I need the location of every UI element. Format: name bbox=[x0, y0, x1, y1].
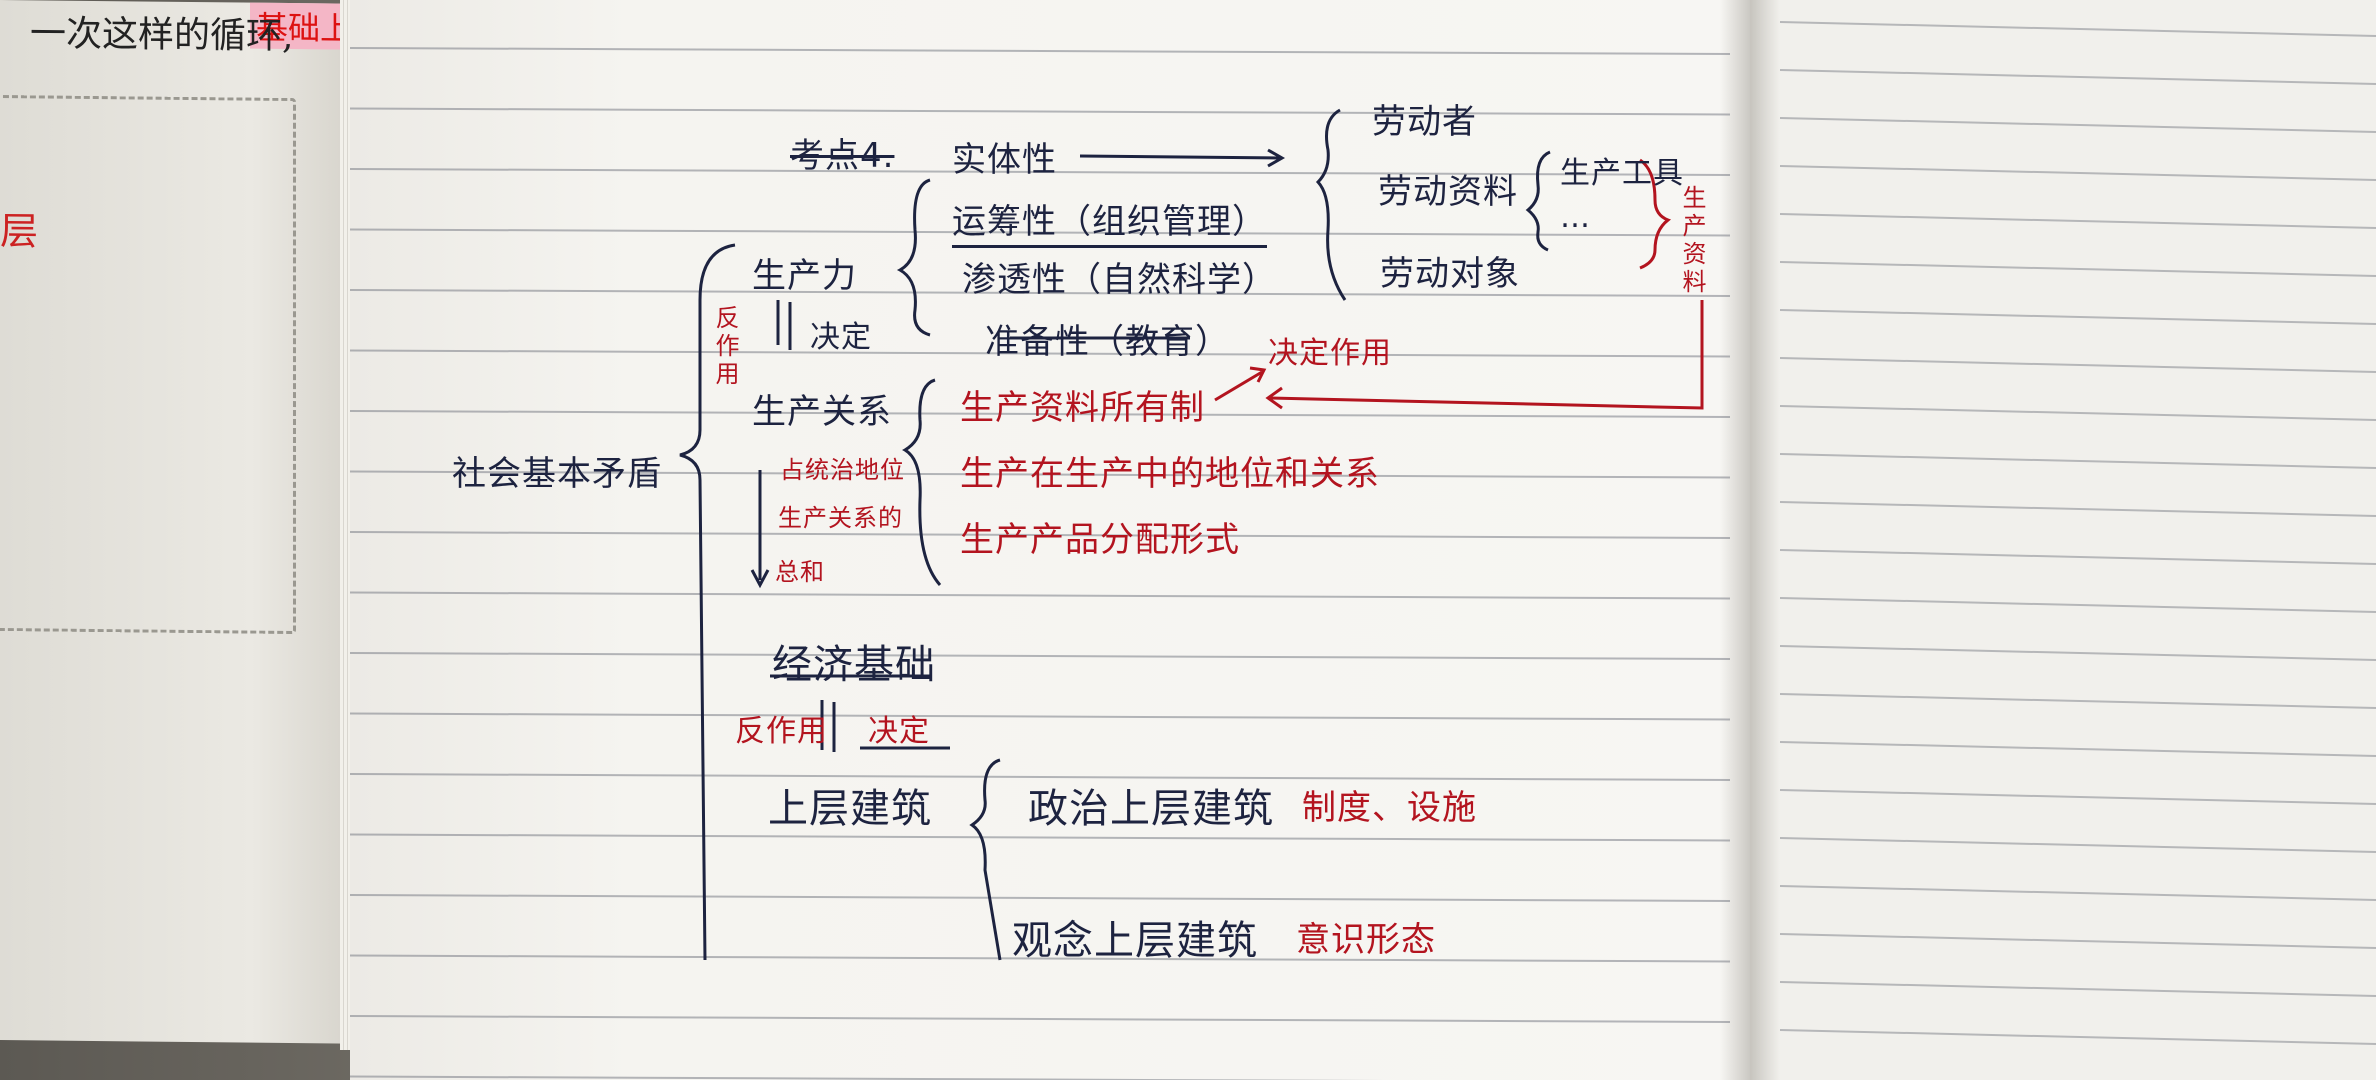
ruled-line bbox=[1779, 933, 2376, 949]
ruled-line bbox=[350, 894, 1731, 902]
relation-distribution: 生产产品分配形式 bbox=[960, 520, 1240, 560]
ruled-line bbox=[350, 531, 1731, 539]
forces-decides: 决定 bbox=[810, 320, 872, 355]
ideology-label: 意识形态 bbox=[1296, 920, 1436, 960]
ruled-line bbox=[1779, 213, 2376, 229]
relations-title: 生产关系 bbox=[752, 392, 892, 432]
ruled-line bbox=[1779, 69, 2376, 85]
ruled-line bbox=[1779, 21, 2376, 37]
ideological-superstructure: 观念上层建筑 bbox=[1012, 918, 1258, 964]
ruled-line bbox=[1779, 453, 2376, 469]
ruled-line bbox=[1779, 357, 2376, 373]
ruled-line bbox=[350, 1015, 1731, 1023]
ruled-line bbox=[350, 47, 1731, 55]
book-red-heading: 层 bbox=[0, 209, 39, 254]
ruled-line bbox=[350, 1075, 1386, 1080]
ruled-line bbox=[350, 773, 1731, 781]
notebook bbox=[350, 0, 2376, 1080]
ruled-line bbox=[350, 107, 1731, 116]
base-reacts: 反作用 bbox=[735, 714, 828, 749]
sum-line-3: 总和 bbox=[775, 558, 825, 586]
ruled-line bbox=[1779, 1029, 2376, 1045]
sum-line-1: 占统治地位 bbox=[780, 456, 905, 484]
productive-forces-title: 生产力 bbox=[752, 256, 857, 296]
ruled-line bbox=[1779, 261, 2376, 277]
ruled-line bbox=[1779, 165, 2376, 181]
book-dashed-box bbox=[0, 94, 296, 635]
ruled-line bbox=[1779, 501, 2376, 517]
means-of-production-label: 生产资料 bbox=[1678, 185, 1706, 297]
political-superstructure: 政治上层建筑 bbox=[1028, 786, 1274, 832]
trait-prepare: 准备性（教育） bbox=[985, 322, 1230, 362]
ruled-line bbox=[350, 410, 1731, 418]
ruled-line bbox=[1779, 597, 2376, 613]
ruled-line bbox=[1779, 693, 2376, 709]
ruled-line bbox=[350, 712, 1731, 721]
element-laborer: 劳动者 bbox=[1372, 102, 1477, 142]
ruled-line bbox=[1779, 405, 2376, 421]
relation-position: 生产在生产中的地位和关系 bbox=[960, 454, 1380, 494]
notebook-right-page bbox=[1750, 0, 2376, 1080]
ruled-line bbox=[350, 954, 1731, 963]
ruled-line bbox=[350, 591, 1731, 600]
ruled-lines bbox=[350, 21, 2376, 1080]
note-header: 考点4. bbox=[790, 136, 895, 176]
ruled-line bbox=[1779, 741, 2376, 757]
ruled-line bbox=[1779, 837, 2376, 853]
economic-base-title: 经济基础 bbox=[772, 642, 936, 688]
ruled-line bbox=[1779, 117, 2376, 133]
ruled-line bbox=[1779, 885, 2376, 901]
relation-ownership: 生产资料所有制 bbox=[960, 388, 1205, 428]
tool-ellipsis: … bbox=[1560, 200, 1591, 235]
ruled-line bbox=[350, 289, 1731, 297]
tool-item: 生产工具 bbox=[1560, 156, 1684, 191]
sum-line-2: 生产关系的 bbox=[778, 504, 903, 532]
ruled-line bbox=[1779, 645, 2376, 661]
element-object: 劳动对象 bbox=[1380, 254, 1520, 294]
element-means: 劳动资料 bbox=[1378, 172, 1518, 212]
printed-book-page: 基础上 一次这样的循环, 层 bbox=[0, 0, 360, 1044]
ruled-line bbox=[350, 168, 1731, 176]
ruled-line bbox=[350, 833, 1731, 842]
trait-entity: 实体性 bbox=[952, 140, 1057, 180]
ruled-line bbox=[350, 652, 1731, 660]
ruled-line bbox=[1779, 309, 2376, 325]
trait-organize: 运筹性（组织管理） bbox=[952, 194, 1267, 248]
ruled-line bbox=[1779, 549, 2376, 565]
forces-reacts: 反作用 bbox=[711, 305, 739, 389]
ruled-line bbox=[1779, 789, 2376, 805]
ruled-line bbox=[1779, 981, 2376, 997]
decisive-role-label: 决定作用 bbox=[1268, 336, 1392, 371]
base-decides: 决定 bbox=[868, 714, 930, 749]
trait-permeate: 渗透性（自然科学） bbox=[962, 260, 1277, 300]
society-title: 社会基本矛盾 bbox=[452, 454, 662, 494]
political-institutions: 制度、设施 bbox=[1302, 788, 1477, 828]
superstructure-title: 上层建筑 bbox=[768, 786, 932, 832]
book-text-line: 一次这样的循环, bbox=[30, 13, 294, 58]
ruled-line bbox=[350, 228, 1731, 237]
ruled-line bbox=[350, 470, 1731, 479]
